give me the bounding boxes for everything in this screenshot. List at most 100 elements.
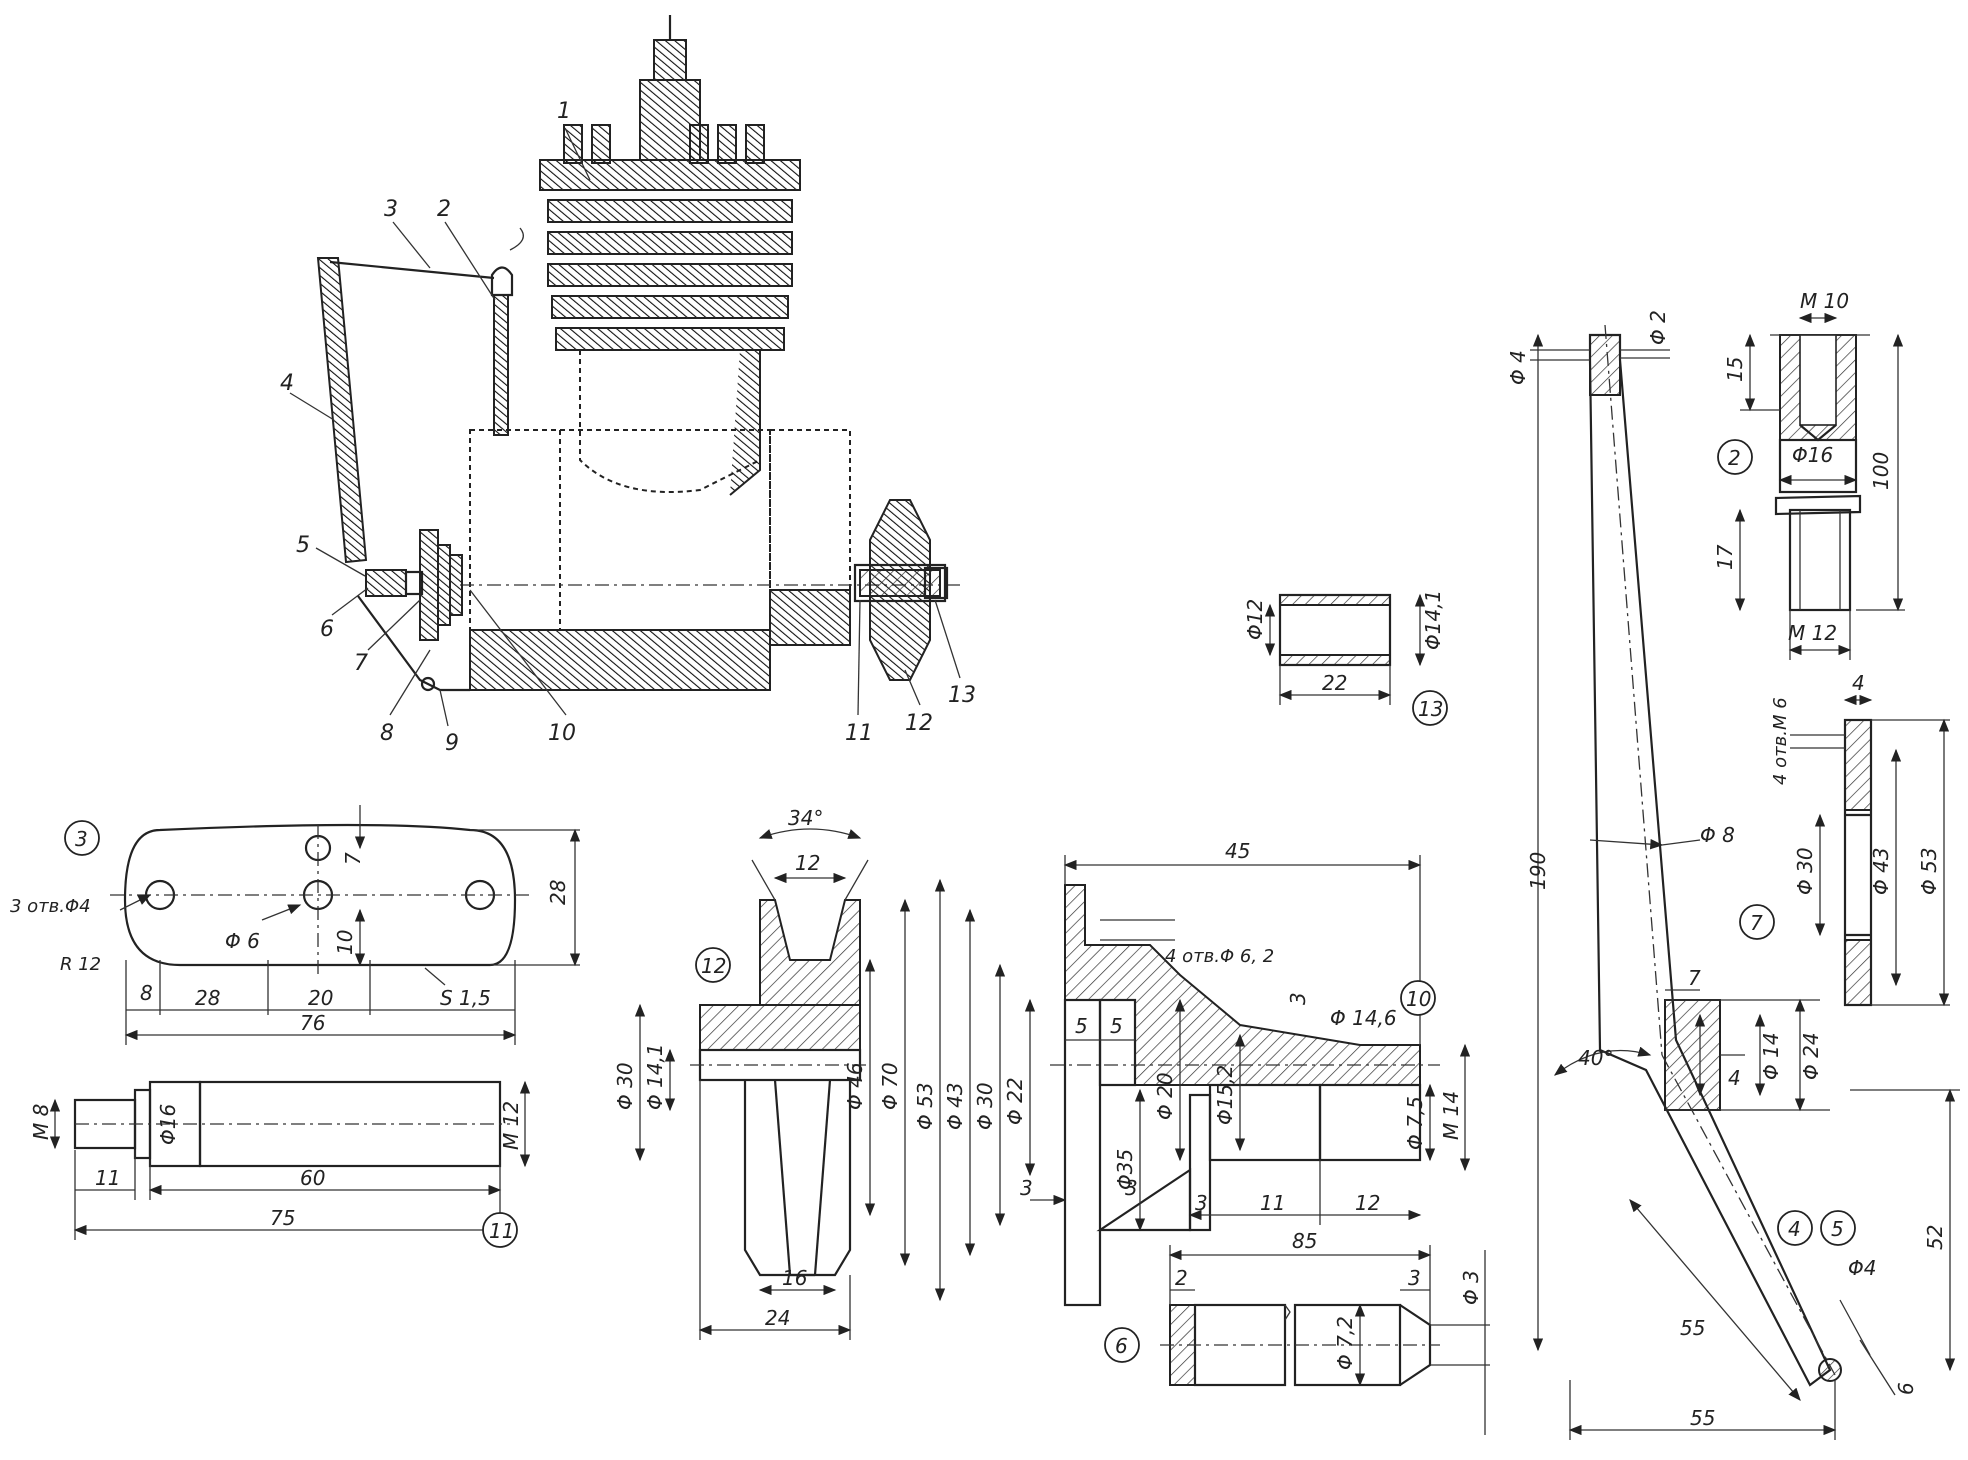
p12-id: 12: [701, 954, 726, 978]
callout-5: 5: [296, 533, 310, 558]
callout-7: 7: [354, 651, 368, 676]
p3-id: 3: [75, 827, 88, 851]
p13-d-outer: Φ14,1: [1421, 590, 1445, 650]
p45-d14: Φ 14: [1759, 1032, 1783, 1080]
p12-d30: Φ 30: [613, 1062, 637, 1110]
p7-d1: Φ 30: [1793, 847, 1817, 895]
p10-d11: 11: [1260, 1191, 1285, 1215]
p45-d2: Φ 2: [1646, 310, 1670, 345]
p7-width: 4: [1852, 671, 1865, 695]
callout-4: 4: [280, 371, 294, 396]
p12-d14: Φ 14,1: [643, 1043, 667, 1110]
callout-3: 3: [384, 197, 398, 222]
p45-d8: Φ 8: [1700, 823, 1735, 847]
p10-id: 10: [1406, 987, 1431, 1011]
p45-d6: 6: [1894, 1382, 1918, 1395]
p12-groove: 12: [795, 851, 820, 875]
p3-hole-dia: Φ 6: [225, 929, 260, 953]
p11-id: 11: [489, 1219, 514, 1243]
p45-d4b: 4: [1728, 1066, 1741, 1090]
p2-length: 100: [1869, 452, 1893, 490]
p11-thread-right: M 12: [499, 1101, 523, 1150]
p2-depth: 15: [1723, 357, 1747, 382]
p12-d46: Φ 46: [843, 1062, 867, 1110]
p2-id: 2: [1728, 446, 1741, 470]
p12-angle: 34°: [788, 806, 823, 830]
p45-d4: Φ 4: [1506, 350, 1530, 385]
p45-d24: Φ 24: [1799, 1032, 1823, 1080]
p7-id: 7: [1750, 911, 1763, 935]
cylinder-barrel: [579, 350, 761, 493]
p13-d-inner: Φ12: [1243, 599, 1267, 640]
p7-d3: Φ 53: [1917, 847, 1941, 895]
p2-thread-bottom: M 12: [1788, 621, 1837, 645]
callout-10: 10: [548, 721, 576, 746]
p45-id-b: 5: [1831, 1217, 1844, 1241]
p3-d7: 7: [341, 852, 365, 865]
p2-thread-len: 17: [1713, 544, 1737, 570]
p10-d5b: 5: [1110, 1014, 1123, 1038]
p3-d8: 8: [140, 981, 153, 1005]
p11-thread-left: M 8: [29, 1104, 53, 1140]
callout-8: 8: [380, 721, 394, 746]
p11-d60: 60: [300, 1166, 325, 1190]
assembly-view: 1 2 3 4 5 6 7 8 9 10 11 12 13: [280, 15, 976, 756]
p10-d35: Φ35: [1113, 1149, 1137, 1190]
cable-3: [329, 260, 495, 280]
p45-id-a: 4: [1788, 1217, 1801, 1241]
callout-6: 6: [320, 617, 334, 642]
p6-dia72: Φ 7,2: [1333, 1316, 1357, 1370]
p6-d85: 85: [1292, 1229, 1317, 1253]
p13-id: 13: [1418, 697, 1443, 721]
p10-d45: 45: [1225, 839, 1250, 863]
p6-d2: 2: [1175, 1266, 1188, 1290]
p12-d70: Φ 70: [878, 1062, 902, 1110]
p45-d55a: 55: [1680, 1316, 1705, 1340]
part-10-hub: 45 4 отв.Φ 6, 2 3 Φ 14,6 Φ 53 Φ 43 Φ 30 …: [913, 839, 1471, 1307]
callout-9: 9: [445, 731, 459, 756]
p10-holes: 4 отв.Φ 6, 2: [1165, 946, 1274, 967]
p45-d7: 7: [1688, 966, 1701, 990]
crankcase: [469, 429, 771, 691]
p10-d3b: 3: [1125, 1176, 1138, 1200]
cylinder-side: [729, 349, 761, 496]
p2-dia: Φ16: [1792, 443, 1833, 467]
p6-d3: 3: [1408, 1266, 1421, 1290]
p10-d43: Φ 43: [943, 1082, 967, 1130]
part-3-plate: 3 отв.Φ4 R 12 Φ 6 8 28 20 76 7 10 28 S 1…: [10, 805, 581, 1045]
p10-d5a: 5: [1075, 1014, 1088, 1038]
rod-2: [493, 294, 509, 436]
callout-2: 2: [437, 197, 451, 222]
p3-d28: 28: [195, 986, 220, 1010]
p2-thread-top: M 10: [1800, 289, 1849, 313]
p10-d30: Φ 30: [973, 1082, 997, 1130]
callout-11: 11: [845, 721, 873, 746]
part-2-rod: M 10 15 Φ16 100 17 M 12 2: [1713, 289, 1905, 660]
p3-holes: 3 отв.Φ4: [10, 896, 91, 917]
part-12-pulley: 34° 12 Φ 30 Φ 14,1 Φ 46 Φ 70 16 24 12: [613, 806, 911, 1340]
p10-d152: Φ15,2: [1213, 1065, 1237, 1125]
p7-holes: 4 отв.M 6: [1770, 697, 1791, 785]
p45-d190: 190: [1526, 852, 1550, 890]
p12-d24: 24: [765, 1306, 790, 1330]
p3-d20: 20: [308, 986, 333, 1010]
p11-d75: 75: [270, 1206, 295, 1230]
callout-1: 1: [557, 99, 571, 124]
p10-d146: Φ 14,6: [1330, 1006, 1397, 1030]
p3-thickness: S 1,5: [440, 986, 491, 1010]
p45-d4c: Φ4: [1848, 1256, 1876, 1280]
callout-13: 13: [948, 683, 976, 708]
callout-12: 12: [905, 711, 933, 736]
p3-height: 28: [546, 880, 570, 905]
p13-length: 22: [1322, 671, 1347, 695]
p10-d3c: 3: [1195, 1191, 1208, 1215]
p3-d76: 76: [300, 1011, 325, 1035]
p10-d12: 12: [1355, 1191, 1380, 1215]
p3-radius: R 12: [60, 954, 101, 975]
p45-d52: 52: [1923, 1225, 1947, 1250]
p6-dia3: Φ 3: [1459, 1270, 1483, 1305]
lever-4: [316, 257, 368, 564]
part-11-axle: M 8 Φ16 M 12 11 60 75 11: [29, 1080, 531, 1248]
